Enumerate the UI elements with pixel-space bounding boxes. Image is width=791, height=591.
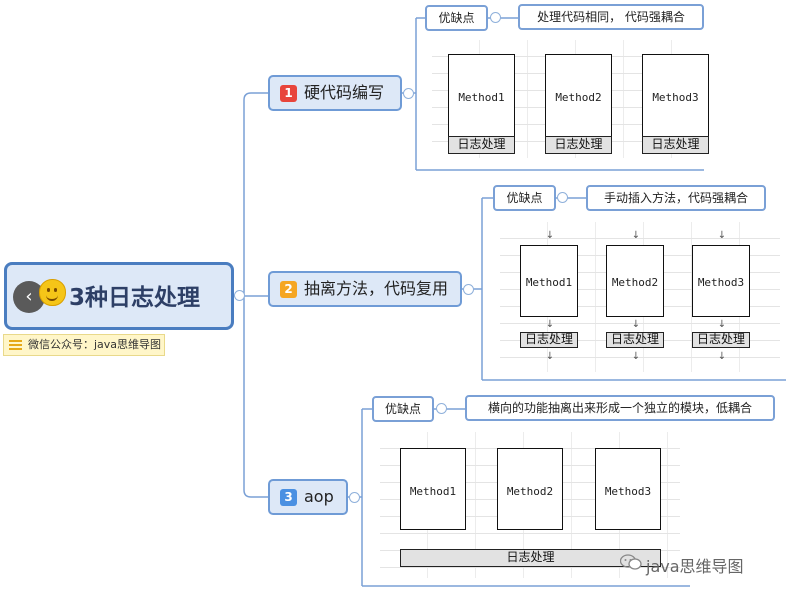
collapse-toggle-pros-3[interactable]: [436, 403, 447, 414]
arrow-down-icon: ↓: [717, 351, 727, 362]
arrow-down-icon: ↓: [545, 351, 555, 362]
note-label: 微信公众号：java思维导图: [3, 334, 165, 356]
pros-cons-text[interactable]: 手动插入方法，代码强耦合: [586, 185, 766, 211]
collapse-toggle-pros-2[interactable]: [557, 192, 568, 203]
log-handler-block: 日志处理: [448, 136, 515, 154]
pros-cons-text[interactable]: 处理代码相同， 代码强耦合: [518, 4, 704, 30]
diagram-panel-3: Method1 Method2 Method3 日志处理: [380, 432, 680, 578]
arrow-down-icon: ↓: [631, 319, 641, 330]
wechat-icon: [620, 554, 642, 570]
note-icon: [9, 340, 22, 350]
topic-label: aop: [304, 487, 334, 506]
pros-cons-node[interactable]: 优缺点: [372, 396, 434, 422]
diagram-panel-2: ↓ Method1 ↓ 日志处理 ↓ ↓ Method2 ↓ 日志处理 ↓ ↓ …: [500, 222, 780, 372]
log-handler-block: 日志处理: [642, 136, 709, 154]
arrow-down-icon: ↓: [545, 230, 555, 241]
priority-2-badge: 2: [280, 281, 297, 298]
priority-3-badge: 3: [280, 489, 297, 506]
pros-cons-node[interactable]: 优缺点: [425, 5, 488, 31]
method-box: Method3: [595, 448, 661, 530]
topic-extract-method[interactable]: 2 抽离方法，代码复用: [268, 271, 462, 307]
log-handler-block: 日志处理: [692, 332, 750, 348]
method-box: Method2: [497, 448, 563, 530]
root-topic[interactable]: ‹ 3种日志处理: [4, 262, 234, 330]
arrow-down-icon: ↓: [545, 319, 555, 330]
topic-hard-coded[interactable]: 1 硬代码编写: [268, 75, 402, 111]
root-title: 3种日志处理: [69, 285, 201, 311]
log-handler-block: 日志处理: [400, 549, 661, 567]
method-box: Method2: [606, 245, 664, 317]
smiling-face-icon: [39, 279, 66, 306]
note-text: 微信公众号：java思维导图: [28, 338, 162, 351]
log-handler-block: 日志处理: [606, 332, 664, 348]
pros-cons-text[interactable]: 横向的功能抽离出来形成一个独立的模块，低耦合: [465, 395, 775, 421]
watermark: java思维导图: [620, 553, 744, 577]
method-box: Method3: [692, 245, 750, 317]
method-box: Method1: [520, 245, 578, 317]
watermark-text: java思维导图: [646, 557, 744, 576]
collapse-toggle-topic-2[interactable]: [463, 284, 474, 295]
pros-cons-node[interactable]: 优缺点: [493, 185, 556, 211]
priority-1-badge: 1: [280, 85, 297, 102]
collapse-toggle-topic-3[interactable]: [349, 492, 360, 503]
collapse-toggle-root[interactable]: [234, 290, 245, 301]
method-box: Method1: [400, 448, 466, 530]
collapse-toggle-topic-1[interactable]: [403, 88, 414, 99]
arrow-down-icon: ↓: [631, 230, 641, 241]
collapse-toggle-pros-1[interactable]: [490, 12, 501, 23]
log-handler-block: 日志处理: [520, 332, 578, 348]
topic-label: 硬代码编写: [304, 83, 385, 102]
diagram-panel-1: Method1 日志处理 Method2 日志处理 Method3 日志处理: [432, 40, 709, 158]
arrow-down-icon: ↓: [717, 230, 727, 241]
topic-label: 抽离方法，代码复用: [304, 279, 449, 298]
arrow-down-icon: ↓: [717, 319, 727, 330]
log-handler-block: 日志处理: [545, 136, 612, 154]
topic-aop[interactable]: 3 aop: [268, 479, 348, 515]
arrow-down-icon: ↓: [631, 351, 641, 362]
